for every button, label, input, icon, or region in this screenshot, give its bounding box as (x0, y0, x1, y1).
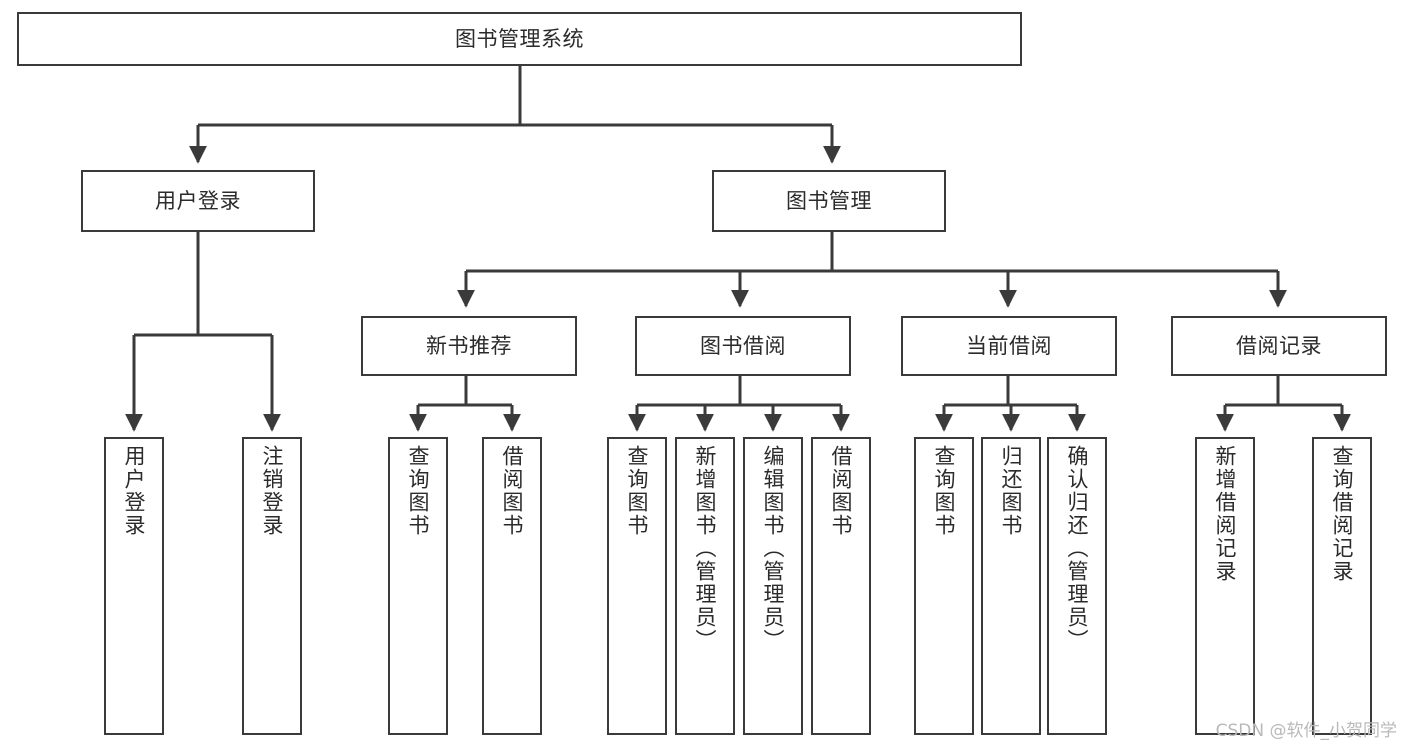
node-root-label: 图书管理系统 (455, 26, 584, 51)
node-leaf-edit-book[interactable]: 编辑图书（管理员） (743, 437, 803, 735)
node-leaf-borrow-book-1-label: 借阅图书 (500, 445, 525, 537)
node-leaf-user-login-label: 用户登录 (122, 445, 147, 537)
node-leaf-query-book-1[interactable]: 查询图书 (388, 437, 448, 735)
node-book-management[interactable]: 图书管理 (712, 170, 946, 232)
node-leaf-return-book[interactable]: 归还图书 (981, 437, 1041, 735)
node-book-borrow-label: 图书借阅 (700, 333, 786, 358)
node-leaf-add-record-label: 新增借阅记录 (1213, 445, 1238, 583)
node-current-borrow-label: 当前借阅 (966, 333, 1052, 358)
node-leaf-query-record-label: 查询借阅记录 (1330, 445, 1355, 583)
node-new-book-recommend-label: 新书推荐 (426, 333, 512, 358)
node-new-book-recommend[interactable]: 新书推荐 (361, 316, 577, 376)
node-leaf-add-book-label: 新增图书（管理员） (693, 445, 718, 652)
node-leaf-borrow-book-2[interactable]: 借阅图书 (811, 437, 871, 735)
node-book-management-label: 图书管理 (786, 188, 872, 213)
node-leaf-user-login[interactable]: 用户登录 (104, 437, 164, 735)
node-leaf-borrow-book-2-label: 借阅图书 (829, 445, 854, 537)
node-leaf-query-book-3-label: 查询图书 (932, 445, 957, 537)
node-leaf-add-record[interactable]: 新增借阅记录 (1195, 437, 1255, 735)
node-leaf-borrow-book-1[interactable]: 借阅图书 (482, 437, 542, 735)
node-user-login-label: 用户登录 (155, 188, 241, 213)
node-borrow-record[interactable]: 借阅记录 (1171, 316, 1387, 376)
node-leaf-confirm-return[interactable]: 确认归还（管理员） (1047, 437, 1107, 735)
node-leaf-query-book-3[interactable]: 查询图书 (914, 437, 974, 735)
node-leaf-add-book[interactable]: 新增图书（管理员） (675, 437, 735, 735)
node-leaf-logout-login-label: 注销登录 (260, 445, 285, 537)
node-leaf-query-book-1-label: 查询图书 (406, 445, 431, 537)
node-leaf-query-book-2[interactable]: 查询图书 (607, 437, 667, 735)
node-leaf-logout-login[interactable]: 注销登录 (242, 437, 302, 735)
node-leaf-query-record[interactable]: 查询借阅记录 (1312, 437, 1372, 735)
node-current-borrow[interactable]: 当前借阅 (901, 316, 1117, 376)
node-user-login[interactable]: 用户登录 (81, 170, 315, 232)
node-book-borrow[interactable]: 图书借阅 (635, 316, 851, 376)
node-leaf-return-book-label: 归还图书 (999, 445, 1024, 537)
node-leaf-query-book-2-label: 查询图书 (625, 445, 650, 537)
node-root[interactable]: 图书管理系统 (17, 12, 1022, 66)
node-borrow-record-label: 借阅记录 (1236, 333, 1322, 358)
node-leaf-edit-book-label: 编辑图书（管理员） (761, 445, 786, 652)
node-leaf-confirm-return-label: 确认归还（管理员） (1065, 445, 1090, 652)
